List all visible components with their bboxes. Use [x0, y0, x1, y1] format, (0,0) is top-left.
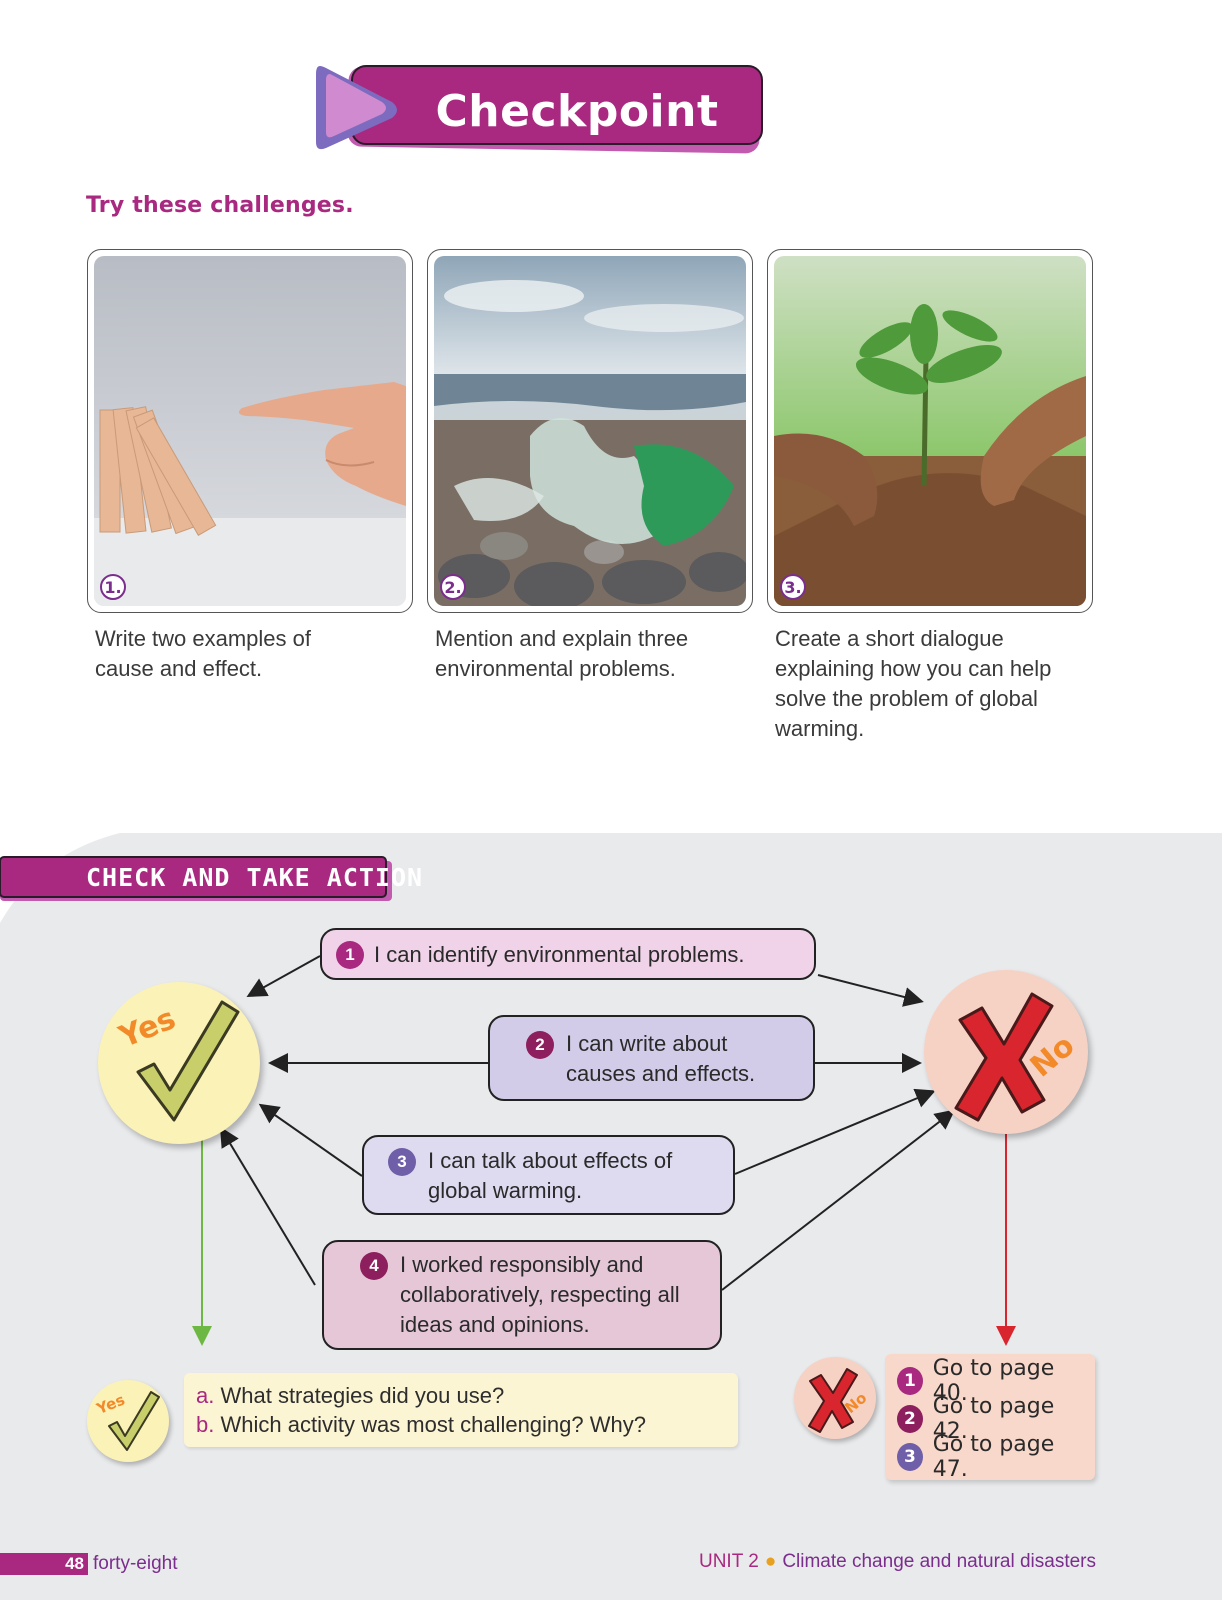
small-yes-circle: Yes: [87, 1380, 169, 1462]
challenge-card-3: 3.: [767, 249, 1093, 613]
page-footer-right: UNIT 2●Climate change and natural disast…: [699, 1551, 1096, 1573]
check-icon: Yes: [114, 1000, 240, 1122]
statement-1: 1 I can identify environmental problems.: [320, 928, 816, 980]
page-footer-left: 48 forty-eight: [0, 1553, 177, 1575]
statement-number: 1: [336, 941, 364, 969]
planting-photo: 3.: [774, 256, 1086, 606]
action-heading-bar: [0, 856, 392, 901]
statement-3: 3 I can talk about effects of global war…: [362, 1135, 735, 1215]
page-title: Checkpoint: [435, 86, 719, 137]
yes-circle: Yes: [98, 982, 260, 1144]
statement-4: 4 I worked responsibly and collaborative…: [322, 1240, 722, 1350]
challenge-card-2: 2.: [427, 249, 753, 613]
banner-shape: [316, 65, 763, 154]
question-letter: a.: [196, 1383, 215, 1408]
goto-row-1: 1 Go to page 40.: [897, 1356, 1083, 1406]
goto-row-3: 3 Go to page 47.: [897, 1432, 1083, 1482]
goto-number: 3: [897, 1443, 923, 1471]
question-text: What strategies did you use?: [220, 1383, 505, 1408]
question-a: a. What strategies did you use?: [196, 1381, 726, 1410]
goto-row-2: 2 Go to page 42.: [897, 1394, 1083, 1444]
page-number-word: forty-eight: [93, 1553, 178, 1574]
challenge-number: 2.: [440, 574, 466, 600]
statement-2: 2 I can write about causes and effects.: [488, 1015, 815, 1101]
question-b: b. Which activity was most challenging? …: [196, 1410, 726, 1439]
goto-text: Go to page 42.: [932, 1394, 1055, 1444]
unit-title: Climate change and natural disasters: [782, 1551, 1096, 1572]
cross-icon: No: [808, 1368, 870, 1433]
challenge-text-1: Write two examples of cause and effect.: [95, 626, 312, 681]
no-circle: No: [924, 970, 1088, 1134]
goto-text: Go to page 40.: [932, 1356, 1055, 1406]
statement-number: 3: [388, 1148, 416, 1176]
bullet-separator: ●: [764, 1551, 777, 1572]
statement-number: 2: [526, 1031, 554, 1059]
challenge-number: 1.: [100, 574, 126, 600]
challenge-card-1: 1.: [87, 249, 413, 613]
action-heading: CHECK AND TAKE ACTION: [86, 863, 424, 892]
statement-text: I worked responsibly and collaboratively…: [400, 1252, 680, 1337]
statement-number: 4: [360, 1252, 388, 1280]
goto-number: 1: [897, 1367, 923, 1395]
checkpoint-banner: Checkpoint: [312, 62, 772, 162]
yes-label: Yes: [114, 1001, 181, 1055]
goto-text: Go to page 47.: [932, 1432, 1055, 1482]
domino-photo: 1.: [94, 256, 406, 606]
yes-label: Yes: [93, 1390, 127, 1418]
check-icon: Yes: [93, 1390, 160, 1451]
challenge-text-3: Create a short dialogue explaining how y…: [775, 626, 1052, 741]
question-text: Which activity was most challenging? Why…: [220, 1412, 646, 1437]
plastic-waste-photo: 2.: [434, 256, 746, 606]
statement-text: I can talk about effects of global warmi…: [428, 1148, 673, 1203]
no-actions: 1 Go to page 40. 2 Go to page 42. 3 Go t…: [885, 1354, 1095, 1482]
yes-questions: a. What strategies did you use? b. Which…: [184, 1373, 738, 1447]
question-letter: b.: [196, 1412, 215, 1437]
cross-icon: No: [954, 992, 1081, 1122]
page-number: 48: [0, 1553, 88, 1575]
challenge-text-2: Mention and explain three environmental …: [435, 626, 689, 681]
unit-label: UNIT 2: [698, 1551, 759, 1572]
statement-text: I can write about causes and effects.: [566, 1031, 756, 1086]
subtitle: Try these challenges.: [86, 193, 354, 218]
small-no-circle: No: [794, 1357, 876, 1439]
goto-number: 2: [897, 1405, 923, 1433]
challenge-number: 3.: [780, 574, 806, 600]
statement-text: I can identify environmental problems.: [374, 942, 745, 967]
